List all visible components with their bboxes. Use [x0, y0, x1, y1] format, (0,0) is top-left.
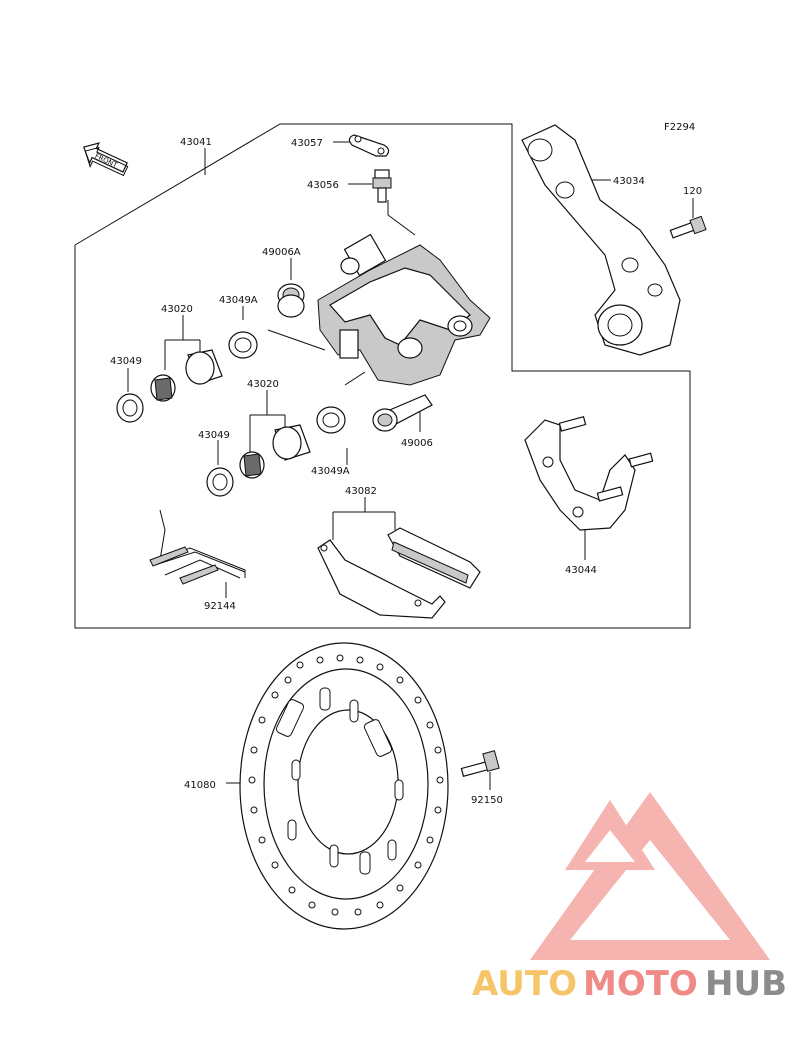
part-43034-bracket — [521, 124, 681, 356]
part-43049A-seal-top — [228, 331, 258, 359]
disc-holes — [248, 654, 444, 916]
part-43056-bleeder — [372, 169, 392, 203]
watermark-auto: AUTO — [472, 964, 577, 1004]
label-43049-left: 43049 — [110, 356, 142, 367]
part-41080-disc — [239, 642, 449, 930]
label-43057: 43057 — [291, 138, 323, 149]
label-43020-mid: 43020 — [247, 379, 279, 390]
label-49006: 49006 — [401, 438, 433, 449]
part-43049-seal-mid — [206, 467, 234, 497]
figure-code: F2294 — [664, 122, 695, 133]
part-43049A-seal-mid — [316, 406, 346, 434]
label-43020-top: 43020 — [161, 304, 193, 315]
label-49006A: 49006A — [262, 247, 301, 258]
part-120-bolt — [669, 215, 707, 239]
label-43049-mid: 43049 — [198, 430, 230, 441]
part-92144-spring — [149, 509, 246, 585]
watermark-logo — [530, 792, 770, 960]
front-arrow-icon: FRONT — [82, 142, 129, 177]
part-49006A-boot — [277, 283, 305, 318]
part-43082-pads — [317, 527, 481, 619]
label-43034: 43034 — [613, 176, 645, 187]
watermark-hub: HUB — [705, 964, 787, 1004]
part-43020-piston-mid — [239, 424, 311, 479]
part-43049-seal-left — [116, 393, 144, 423]
part-92150-bolt — [460, 750, 500, 777]
label-41080: 41080 — [184, 780, 216, 791]
label-43049A-mid: 43049A — [311, 466, 350, 477]
part-49006-pin — [372, 394, 433, 432]
part-43057-plate — [348, 134, 390, 157]
label-43082: 43082 — [345, 486, 377, 497]
disc-slots — [275, 687, 404, 875]
label-120: 120 — [683, 186, 702, 197]
caliper-group-outline — [74, 123, 691, 629]
part-43044-holder — [524, 416, 654, 531]
part-43020-piston-top — [150, 349, 223, 402]
watermark-moto: MOTO — [583, 964, 698, 1004]
label-92150: 92150 — [471, 795, 503, 806]
label-43044: 43044 — [565, 565, 597, 576]
label-43056: 43056 — [307, 180, 339, 191]
label-92144: 92144 — [204, 601, 236, 612]
label-43049A-top: 43049A — [219, 295, 258, 306]
leader-lines — [127, 141, 694, 790]
label-43041: 43041 — [180, 137, 212, 148]
watermark-text: AUTO MOTO HUB — [472, 964, 787, 1004]
caliper-body — [317, 233, 491, 386]
